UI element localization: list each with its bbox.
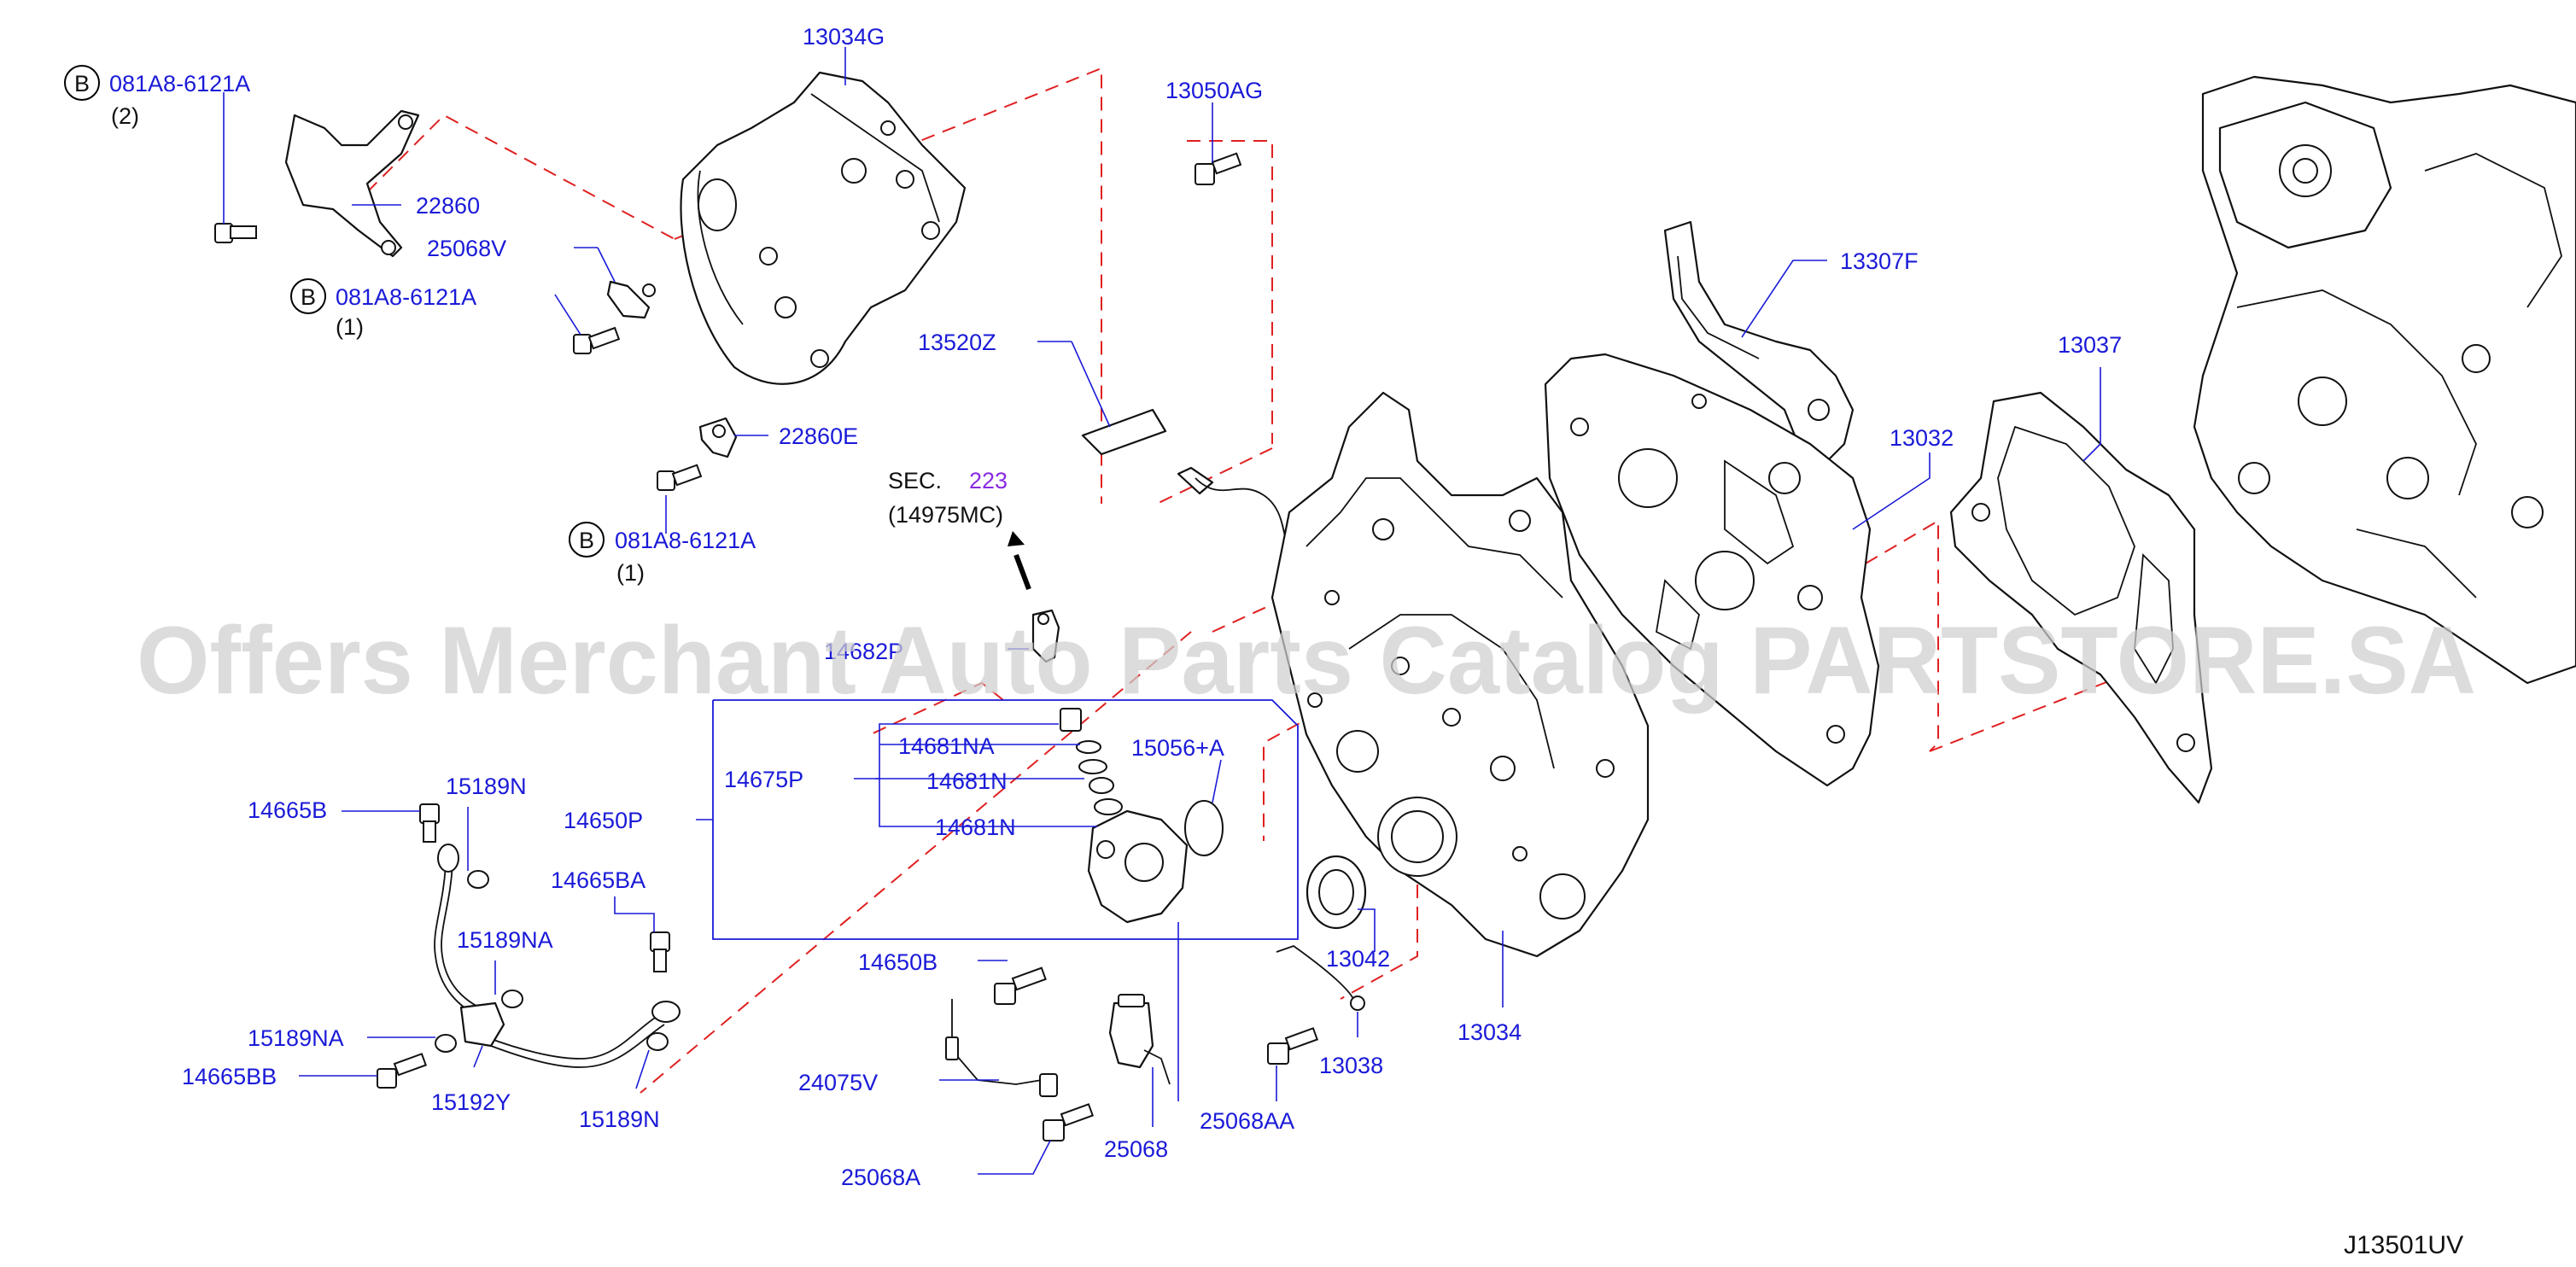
label-15189n-a[interactable]: 15189N bbox=[446, 774, 527, 799]
bolt-25068aa-drawing bbox=[1267, 1027, 1319, 1065]
sensor-25068-drawing bbox=[1108, 994, 1171, 1085]
section-link-223[interactable]: 223 bbox=[969, 468, 1008, 493]
label-081a8-6121a-3[interactable]: 081A8-6121A bbox=[615, 528, 756, 553]
section-prefix: SEC. bbox=[888, 468, 942, 493]
diagram-id: J13501UV bbox=[2344, 1231, 2463, 1259]
label-14681na[interactable]: 14681NA bbox=[898, 733, 995, 759]
svg-text:B: B bbox=[74, 71, 90, 96]
front-cover-13034-drawing bbox=[1270, 391, 1650, 958]
harness-24075v-drawing bbox=[945, 999, 1058, 1097]
gasket-13307f-drawing bbox=[1663, 220, 1855, 463]
label-25068a[interactable]: 25068A bbox=[841, 1165, 920, 1190]
label-15189na-b[interactable]: 15189NA bbox=[248, 1025, 344, 1051]
label-13034g[interactable]: 13034G bbox=[803, 24, 885, 50]
label-24075v[interactable]: 24075V bbox=[798, 1070, 878, 1095]
bolt-13050ag-drawing bbox=[1195, 152, 1242, 185]
leader-lines bbox=[223, 47, 2101, 1175]
label-14665b[interactable]: 14665B bbox=[248, 797, 327, 823]
label-15056-a[interactable]: 15056+A bbox=[1131, 735, 1224, 761]
section-sub: (14975MC) bbox=[888, 502, 1003, 528]
gasket-13037-drawing bbox=[1949, 391, 2213, 804]
label-25068[interactable]: 25068 bbox=[1104, 1136, 1168, 1162]
qty-081a8-6121a-3: (1) bbox=[616, 560, 645, 586]
sensor-13520z-drawing bbox=[1081, 408, 1299, 581]
bolt-081a8-c-drawing bbox=[657, 464, 703, 491]
label-14665ba[interactable]: 14665BA bbox=[551, 867, 645, 893]
washer-15189n-a-drawing bbox=[467, 870, 489, 889]
svg-text:B: B bbox=[301, 284, 316, 310]
bolt-14665bb-drawing bbox=[377, 1053, 428, 1089]
label-14665bb[interactable]: 14665BB bbox=[182, 1064, 277, 1089]
qty-081a8-6121a-1: (2) bbox=[111, 103, 139, 129]
marker-b-2: B bbox=[290, 278, 326, 314]
washer-14681n-b-drawing bbox=[1078, 759, 1107, 774]
bolt-25068a-drawing bbox=[1043, 1103, 1095, 1141]
label-081a8-6121a-2[interactable]: 081A8-6121A bbox=[336, 284, 476, 310]
sensor-14682p-drawing bbox=[1031, 609, 1060, 663]
label-15189n-b[interactable]: 15189N bbox=[579, 1106, 660, 1132]
label-15189na-a[interactable]: 15189NA bbox=[457, 927, 553, 953]
label-13520z[interactable]: 13520Z bbox=[918, 330, 996, 355]
washer-15189na-a-drawing bbox=[501, 990, 523, 1008]
engine-block-drawing bbox=[2193, 75, 2576, 685]
label-13307f[interactable]: 13307F bbox=[1840, 248, 1919, 274]
marker-b-3: B bbox=[569, 522, 605, 558]
label-14681n-b[interactable]: 14681N bbox=[935, 814, 1016, 840]
clip-25068v-drawing bbox=[606, 280, 656, 319]
label-22860e[interactable]: 22860E bbox=[779, 423, 858, 449]
bracket-22860-drawing bbox=[284, 109, 420, 258]
qty-081a8-6121a-2: (1) bbox=[336, 314, 364, 340]
label-25068aa[interactable]: 25068AA bbox=[1200, 1108, 1294, 1134]
label-15192y[interactable]: 15192Y bbox=[431, 1089, 511, 1115]
bolts bbox=[214, 152, 1319, 1141]
label-25068v[interactable]: 25068V bbox=[427, 236, 506, 261]
wire-13038-drawing bbox=[1276, 944, 1365, 1011]
part-labels: 081A8-6121A (2) 081A8-6121A (1) 081A8-61… bbox=[109, 24, 2122, 1190]
watermark: Offers Merchant Auto Parts Catalog PARTS… bbox=[137, 607, 2476, 714]
label-13032[interactable]: 13032 bbox=[1890, 425, 1954, 451]
rear-plate-13032-drawing bbox=[1544, 353, 1880, 787]
assembly-box-14650p bbox=[712, 699, 1299, 940]
label-13038[interactable]: 13038 bbox=[1319, 1053, 1383, 1078]
bolt-14650b-drawing bbox=[994, 966, 1047, 1005]
bolt-081a8-a-drawing bbox=[214, 223, 257, 243]
oil-seal-13042-drawing bbox=[1306, 855, 1367, 930]
label-14650p[interactable]: 14650P bbox=[564, 808, 643, 833]
label-14675p[interactable]: 14675P bbox=[724, 767, 803, 792]
washer-14681n-a-drawing bbox=[1076, 740, 1101, 754]
bolt-14665ba-drawing bbox=[650, 931, 670, 972]
marker-b-1: B bbox=[64, 65, 100, 101]
vacuum-pump-14650p-drawing bbox=[1060, 708, 1224, 924]
washer-15189n-b-drawing bbox=[646, 1032, 669, 1051]
label-14682p[interactable]: 14682P bbox=[824, 639, 903, 664]
bolt-14665b-drawing bbox=[419, 803, 440, 843]
oil-pipe-drawing bbox=[434, 844, 681, 1068]
label-14681n-a[interactable]: 14681N bbox=[926, 768, 1008, 794]
bolt-081a8-b-drawing bbox=[573, 326, 621, 354]
washer-15189na-b-drawing bbox=[435, 1034, 457, 1053]
label-13042[interactable]: 13042 bbox=[1326, 946, 1390, 972]
label-13037[interactable]: 13037 bbox=[2058, 332, 2122, 358]
o-ring-15056-drawing bbox=[1184, 800, 1224, 856]
label-13034[interactable]: 13034 bbox=[1457, 1019, 1522, 1045]
bracket-13034g-drawing bbox=[680, 71, 967, 385]
label-081a8-6121a-1[interactable]: 081A8-6121A bbox=[109, 71, 250, 96]
label-22860[interactable]: 22860 bbox=[416, 193, 480, 219]
clip-22860e-drawing bbox=[698, 417, 738, 458]
label-13050ag[interactable]: 13050AG bbox=[1165, 78, 1263, 103]
svg-text:B: B bbox=[579, 528, 594, 553]
bolt-14681na-drawing bbox=[1060, 708, 1082, 732]
section-arrow bbox=[1008, 531, 1031, 591]
label-14650b[interactable]: 14650B bbox=[858, 949, 938, 975]
